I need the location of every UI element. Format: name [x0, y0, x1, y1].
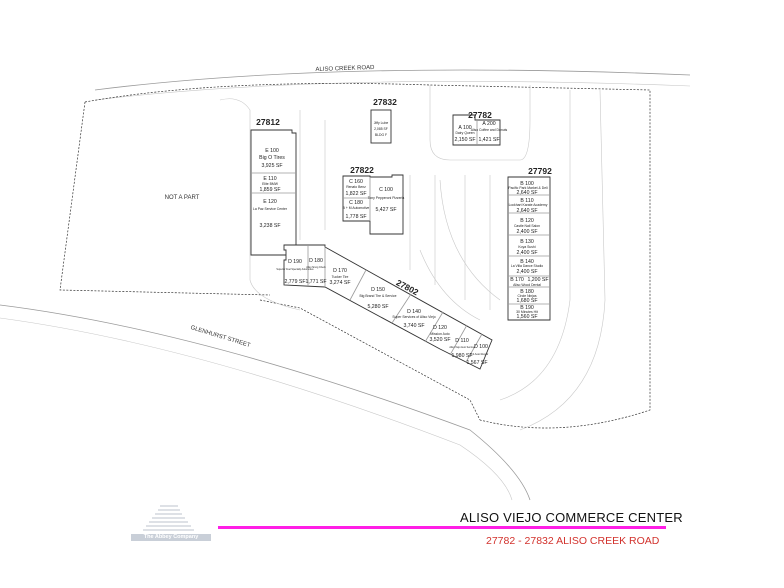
unit-tenant: Aliso Coffee and Donuts [471, 128, 508, 132]
unit-sf: 1,778 SF [345, 214, 366, 220]
unit-id: D 120 [433, 325, 447, 331]
unit-id: D 150 [371, 287, 385, 293]
unit-tenant: Super Services of Aliso Viejo [392, 315, 435, 319]
unit-id: C 180 [349, 200, 363, 206]
unit-id: B 130 [520, 239, 534, 245]
unit-id: D 190 [288, 259, 302, 265]
unit-tenant: Koya Sushi [518, 245, 535, 249]
unit-sf: 3,740 SF [403, 323, 424, 329]
unit-tenant: La Paz Service Center [253, 207, 288, 211]
project-address: 27782 - 27832 ALISO CREEK ROAD [486, 535, 660, 547]
unit-tenant: Aliso Wood Dental [513, 283, 541, 287]
unit-tenant: Mission Auto [430, 332, 449, 336]
unit-sf: 2,400 SF [516, 250, 537, 256]
unit-sf: 2,640 SF [516, 208, 537, 214]
unit-id: D 170 [333, 268, 347, 274]
building-27782: 27782 A 100 Dairy Queen 2,150 SF A 200 A… [452, 110, 508, 146]
unit-tenant: Aliso Smog Check [306, 266, 326, 269]
unit-sf: 1,822 SF [345, 191, 366, 197]
building-number: 27832 [373, 97, 397, 107]
unit-id: D 140 [407, 309, 421, 315]
unit-id: D 100 [474, 344, 488, 350]
unit-tenant: Jiffy Lube [374, 121, 389, 125]
road-label-north: ALISO CREEK ROAD [315, 65, 375, 73]
unit-tenant: Renato Benz [346, 185, 366, 189]
unit-id: B 120 [520, 218, 534, 224]
roadways [0, 69, 691, 501]
unit-sf: 2,400 SF [516, 229, 537, 235]
unit-id: B 100 [520, 181, 534, 187]
road-label-south: GLENHURST STREET [190, 325, 252, 349]
unit-tenant: Circle Ninjas [517, 294, 536, 298]
building-27802: 27802 D 190 Superior Fuel Specialty Auto… [276, 244, 493, 370]
unit-id: D 110 [455, 338, 469, 344]
unit-sf: 1,200 SF [527, 277, 548, 283]
unit-bldg: BLDG F [375, 133, 387, 137]
unit-sf: 1,567 SF [466, 360, 487, 366]
unit-id: C 100 [379, 187, 393, 193]
unit-tenant: Pacific Park Market & Deli [508, 186, 547, 190]
unit-tenant: Elite BMW [262, 182, 279, 186]
logo-mark-icon [143, 505, 194, 531]
unit-tenant: Big Brand Tire & Service [360, 294, 397, 298]
unit-id: A 200 [482, 121, 495, 127]
unit-sf: 3,274 SF [329, 280, 350, 286]
abbey-company-logo [130, 503, 210, 543]
unit-sf: 1,560 SF [516, 314, 537, 320]
building-27832: 27832 Jiffy Lube 2,085 SF BLDG F [370, 97, 397, 144]
unit-sf: 1,421 SF [478, 137, 499, 143]
unit-sf: 1,771 SF [305, 279, 326, 285]
unit-sf: 1,859 SF [259, 187, 280, 193]
unit-id: E 110 [263, 176, 276, 182]
unit-tenant: Castle Nail Salon [514, 224, 540, 228]
unit-sf: 3,925 SF [261, 163, 282, 169]
unit-sf: 2,779 SF [284, 279, 305, 285]
unit-sf: 1,980 SF [451, 353, 472, 359]
unit-tenant: Tony Pepperoni Pizzeria [368, 196, 405, 200]
unit-sf: 5,427 SF [375, 207, 396, 213]
unit-sf: 5,280 SF [367, 304, 388, 310]
unit-tenant: Lockhart Karate Academy [509, 203, 548, 207]
unit-id: E 120 [263, 199, 277, 205]
unit-tenant: Tucker Tire [332, 275, 349, 279]
unit-id: B 180 [520, 289, 534, 295]
logo-text: The Abbey Company [131, 534, 211, 541]
unit-id: B 170 [510, 277, 524, 283]
accent-divider [218, 526, 666, 529]
project-title: ALISO VIEJO COMMERCE CENTER [460, 510, 683, 525]
unit-sf: 2,150 SF [454, 137, 475, 143]
unit-sf: 3,238 SF [259, 223, 280, 229]
building-27812: 27812 E 100 Big O Tires 3,925 SF E 110 E… [250, 117, 297, 256]
unit-id: B 140 [520, 259, 534, 265]
unit-sf: 2,640 SF [516, 190, 537, 196]
unit-id: A 100 [458, 125, 471, 131]
unit-tenant: 30 Minutes Hit [516, 310, 538, 314]
unit-sf: 1,680 SF [516, 298, 537, 304]
building-27822: 27822 C 160 Renato Benz 1,822 SF C 180 B… [342, 165, 405, 235]
unit-tenant: La Villa Dance Studio [511, 264, 543, 268]
building-number: 27782 [468, 110, 492, 120]
unit-id: C 160 [349, 179, 363, 185]
building-number: 27812 [256, 117, 280, 127]
unit-tenant: Dairy Queen [455, 131, 474, 135]
unit-id: B 110 [520, 198, 533, 204]
unit-sf: 3,520 SF [429, 337, 450, 343]
building-number: 27822 [350, 165, 374, 175]
unit-tenant: Aliso Viejo Auto Service [449, 346, 475, 349]
building-27792: 27792 B 100 Pacific Park Market & Deli 2… [507, 166, 552, 321]
unit-id: B 190 [520, 305, 534, 311]
building-number: 27792 [528, 166, 552, 176]
unit-id: E 100 [265, 148, 279, 154]
unit-sf: 2,400 SF [516, 269, 537, 275]
unit-tenant: Superior Fuel Specialty Automotive [276, 268, 314, 271]
unit-tenant: B + M Automotive [343, 206, 370, 210]
not-a-part-label: NOT A PART [165, 195, 200, 201]
unit-tenant: 714 Auto Repair [470, 352, 489, 356]
unit-id: D 180 [309, 258, 323, 264]
unit-tenant: Big O Tires [259, 155, 285, 161]
unit-sf: 2,085 SF [374, 127, 388, 131]
